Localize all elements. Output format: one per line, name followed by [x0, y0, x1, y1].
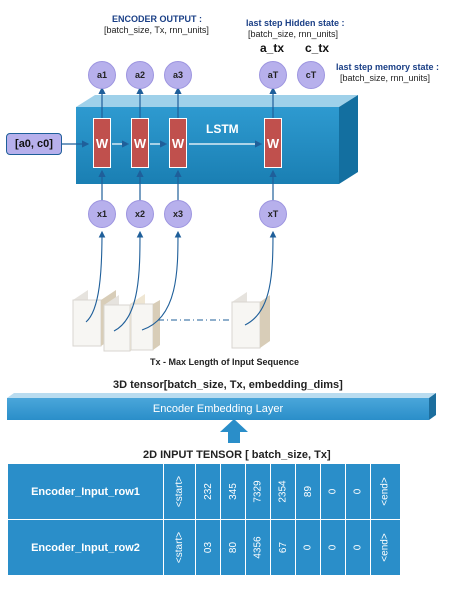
tensor2d-label: 2D INPUT TENSOR [ batch_size, Tx]: [143, 449, 331, 461]
initial-state-box: [a0, c0]: [6, 133, 62, 155]
table-cell: 4356: [245, 519, 272, 576]
embedding-layer-bar: [7, 393, 436, 420]
table-cell: <end>: [370, 519, 401, 576]
output-node-a1: a1: [88, 61, 116, 89]
lstm-cell-T: W: [264, 118, 282, 168]
slice-to-input-arrows: [85, 230, 277, 332]
row-name: Encoder_Input_row2: [7, 519, 164, 576]
lstm-cell-3: W: [169, 118, 187, 168]
tx-caption: Tx - Max Length of Input Sequence: [150, 357, 300, 367]
table-cell: 80: [220, 519, 247, 576]
table-cell: <end>: [370, 463, 401, 520]
hidden-state-symbol: a_tx: [260, 41, 285, 55]
memory-node-cT: cT: [297, 61, 325, 89]
output-node-aT: aT: [259, 61, 287, 89]
table-cell: 232: [195, 463, 222, 520]
table-row: Encoder_Input_row2 <start> 03 80 4356 67…: [7, 519, 401, 576]
output-node-a2: a2: [126, 61, 154, 89]
table-cell: 0: [345, 519, 372, 576]
encoder-output-shape: [batch_size, Tx, rnn_units]: [104, 25, 209, 35]
hidden-state-shape: [batch_size, rnn_units]: [248, 29, 339, 39]
embedding-slices: [72, 290, 270, 352]
table-cell: 0: [295, 519, 322, 576]
table-cell: <start>: [162, 519, 197, 576]
table-cell: 7329: [245, 463, 272, 520]
lstm-cell-1: W: [93, 118, 111, 168]
table-cell: 2354: [270, 463, 297, 520]
memory-state-title: last step memory state :: [336, 62, 440, 72]
hidden-state-title: last step Hidden state :: [246, 18, 345, 28]
lstm-cell-2: W: [131, 118, 149, 168]
output-arrows: [98, 86, 277, 118]
table-cell: 345: [220, 463, 247, 520]
table-cell: 0: [345, 463, 372, 520]
output-node-a3: a3: [164, 61, 192, 89]
table-cell: 0: [320, 463, 347, 520]
up-arrow: [220, 419, 248, 443]
input-node-x3: x3: [164, 200, 192, 228]
table-row: Encoder_Input_row1 <start> 232 345 7329 …: [7, 463, 401, 520]
table-cell: 0: [320, 519, 347, 576]
input-tensor-table: Encoder_Input_row1 <start> 232 345 7329 …: [7, 463, 401, 576]
encoder-output-title: ENCODER OUTPUT :: [112, 14, 202, 24]
tensor3d-label: 3D tensor[batch_size, Tx, embedding_dims…: [113, 379, 343, 391]
table-cell: <start>: [162, 463, 197, 520]
table-cell: 03: [195, 519, 222, 576]
input-node-x2: x2: [126, 200, 154, 228]
lstm-label: LSTM: [206, 122, 239, 136]
input-arrows: [98, 169, 277, 200]
row-name: Encoder_Input_row1: [7, 463, 164, 520]
lstm-box: [76, 95, 358, 184]
table-cell: 89: [295, 463, 322, 520]
input-node-xT: xT: [259, 200, 287, 228]
input-node-x1: x1: [88, 200, 116, 228]
memory-state-shape: [batch_size, rnn_units]: [340, 73, 431, 83]
table-cell: 67: [270, 519, 297, 576]
memory-state-symbol: c_tx: [305, 41, 330, 55]
embedding-layer-label: Encoder Embedding Layer: [152, 402, 284, 415]
